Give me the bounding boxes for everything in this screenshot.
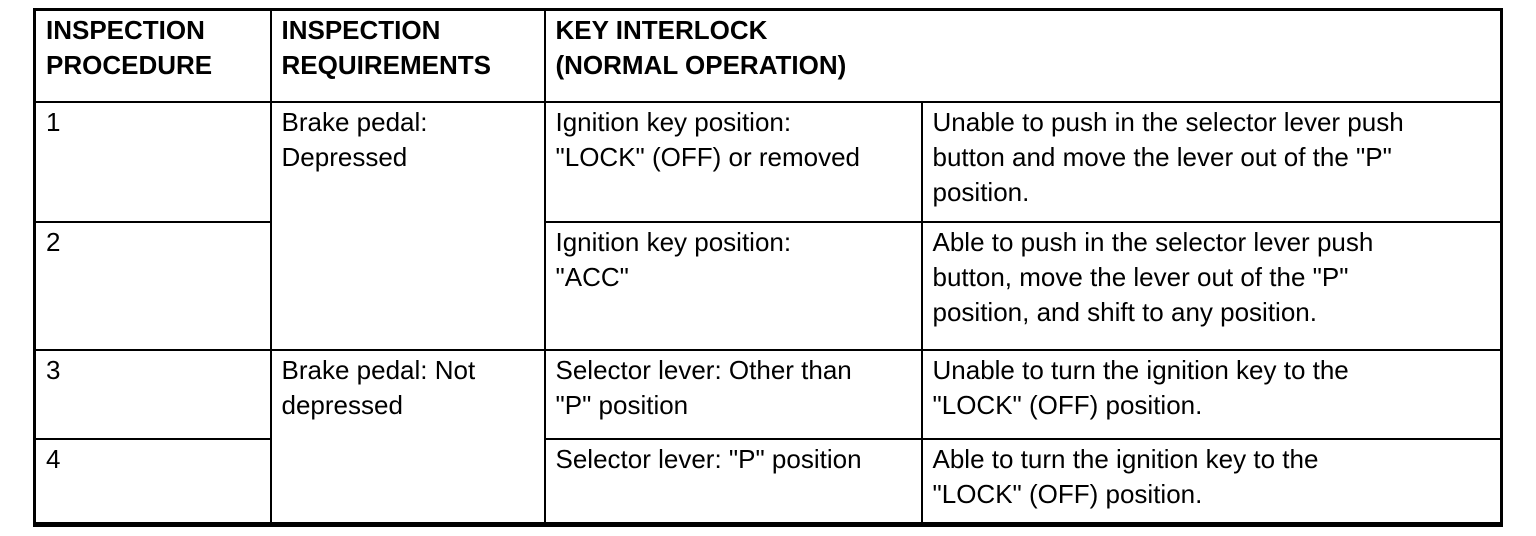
cell-inspection-requirement: Brake pedal: Not depressed <box>269 348 546 526</box>
cell-interlock-result: Able to push in the selector lever push … <box>920 220 1503 351</box>
cell-procedure-number: 4 <box>33 437 272 526</box>
cell-interlock-result: Able to turn the ignition key to the "LO… <box>920 437 1503 526</box>
cell-interlock-result: Unable to turn the ignition key to the "… <box>920 348 1503 440</box>
header-inspection-procedure: INSPECTION PROCEDURE <box>33 8 272 103</box>
header-row: INSPECTION PROCEDURE INSPECTION REQUIREM… <box>33 8 1503 103</box>
cell-inspection-requirement: Brake pedal: Depressed <box>269 100 546 351</box>
table-row-procedure-4: 4 Selector lever: "P" position Able to t… <box>33 437 1503 526</box>
cell-procedure-number: 1 <box>33 100 272 223</box>
header-key-interlock-normal-operation: KEY INTERLOCK (NORMAL OPERATION) <box>543 8 1503 103</box>
cell-procedure-number: 3 <box>33 348 272 440</box>
cell-interlock-result: Unable to push in the selector lever pus… <box>920 100 1503 223</box>
cell-interlock-condition: Ignition key position: "LOCK" (OFF) or r… <box>543 100 923 223</box>
table-row-procedure-2: 2 Ignition key position: "ACC" Able to p… <box>33 220 1503 351</box>
header-inspection-requirements: INSPECTION REQUIREMENTS <box>269 8 546 103</box>
cell-procedure-number: 2 <box>33 220 272 351</box>
cell-interlock-condition: Ignition key position: "ACC" <box>543 220 923 351</box>
table-row-procedure-1: 1 Brake pedal: Depressed Ignition key po… <box>33 100 1503 351</box>
key-interlock-inspection-table: INSPECTION PROCEDURE INSPECTION REQUIREM… <box>33 8 1503 527</box>
table-row-procedure-3: 3 Brake pedal: Not depressed Selector le… <box>33 348 1503 526</box>
cell-interlock-condition: Selector lever: "P" position <box>543 437 923 526</box>
cell-interlock-condition: Selector lever: Other than "P" position <box>543 348 923 440</box>
